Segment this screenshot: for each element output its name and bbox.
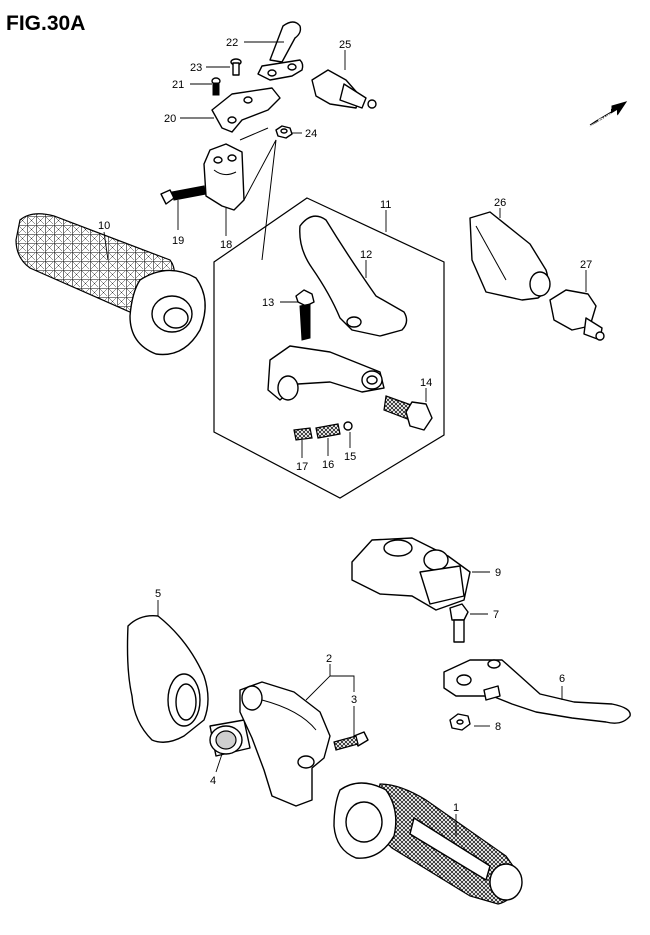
callout-9: 9 <box>495 567 501 579</box>
part-26-boot <box>469 211 551 301</box>
part-1-grip <box>333 782 523 905</box>
part-12-lever <box>299 215 408 337</box>
callout-19: 19 <box>172 235 184 247</box>
callout-3: 3 <box>351 694 357 706</box>
fwd-label: FWD <box>597 112 614 126</box>
callout-26: 26 <box>494 197 506 209</box>
fwd-arrow-icon: FWD <box>589 101 628 127</box>
part-16-spring <box>315 423 341 439</box>
callout-5: 5 <box>155 588 161 600</box>
part-22-lever <box>257 21 304 81</box>
part-18-clamp <box>203 143 245 211</box>
part-11-perch-body <box>267 345 385 401</box>
part-13-bolt <box>295 289 315 341</box>
part-25-cable-adjuster <box>311 69 377 109</box>
callout-7: 7 <box>493 609 499 621</box>
callout-6: 6 <box>559 673 565 685</box>
part-4-sleeve <box>209 719 251 757</box>
callout-17: 17 <box>296 461 308 473</box>
callout-25: 25 <box>339 39 351 51</box>
callout-4: 4 <box>210 775 216 787</box>
part-8-nut <box>449 713 471 731</box>
part-10-grip <box>15 213 206 356</box>
callout-18: 18 <box>220 239 232 251</box>
part-15-ball <box>343 421 353 431</box>
part-6-lever <box>443 659 631 724</box>
callout-24: 24 <box>305 128 317 140</box>
callout-11: 11 <box>380 199 391 211</box>
assembly-frame-11 <box>213 197 445 499</box>
part-3-screw <box>333 731 369 751</box>
figure-title: FIG.30A <box>6 12 85 35</box>
callout-16: 16 <box>322 459 334 471</box>
part-27-adjuster <box>549 289 605 341</box>
callout-23: 23 <box>190 62 202 74</box>
part-5-cover <box>126 615 209 743</box>
callout-2: 2 <box>326 653 332 665</box>
callout-21: 21 <box>172 79 184 91</box>
callout-20: 20 <box>164 113 176 125</box>
part-24-nut <box>275 125 293 139</box>
part-19-bolt <box>160 185 207 205</box>
callout-27: 27 <box>580 259 592 271</box>
callout-13: 13 <box>262 297 274 309</box>
callout-14: 14 <box>420 377 432 389</box>
part-23-screw <box>230 58 242 76</box>
callout-10: 10 <box>98 220 110 232</box>
part-20-bracket <box>211 87 281 133</box>
callout-22: 22 <box>226 37 238 49</box>
callout-12: 12 <box>360 249 372 261</box>
leader-lines <box>103 41 587 836</box>
callout-8: 8 <box>495 721 501 733</box>
part-14-adjuster <box>383 395 433 431</box>
part-2-throttle-housing <box>239 681 331 807</box>
part-9-housing <box>351 537 471 611</box>
part-7-bolt <box>449 603 469 643</box>
callout-15: 15 <box>344 451 356 463</box>
callout-1: 1 <box>453 802 459 814</box>
part-17-spring <box>293 427 313 441</box>
part-21-screw <box>211 77 221 96</box>
callout-labels: 22 25 23 21 20 24 10 11 12 13 19 18 26 2… <box>98 37 592 814</box>
